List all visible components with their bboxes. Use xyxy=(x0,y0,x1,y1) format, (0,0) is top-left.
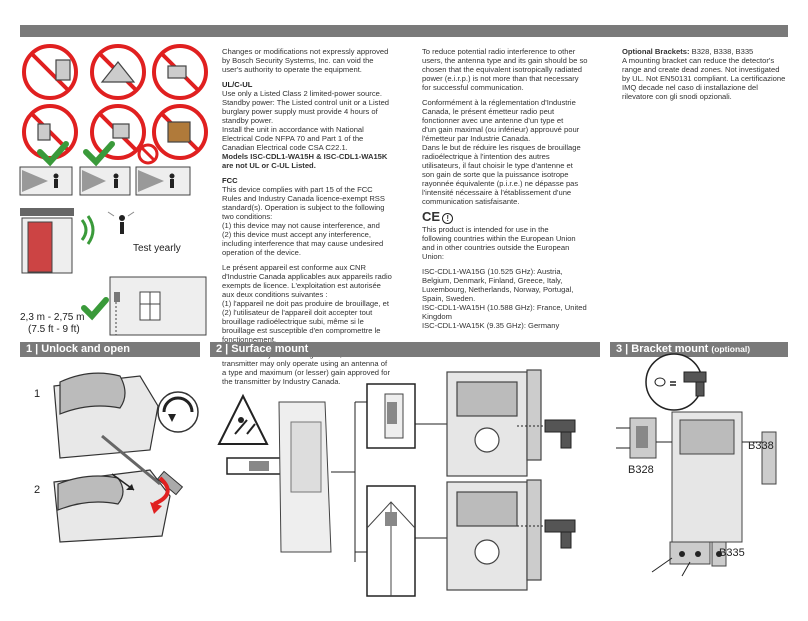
changes-notice: Changes or modifications not expressly a… xyxy=(222,47,389,74)
ic-french-body: Le présent appareil est conforme aux CNR… xyxy=(222,263,392,344)
brackets-models: B328, B338, B335 xyxy=(689,47,754,56)
step-one-label: 1 xyxy=(34,388,41,400)
ce-mark: CE xyxy=(422,209,441,224)
text-column-radio: To reduce potential radio interference t… xyxy=(422,47,612,336)
prohibit-small-icon xyxy=(137,143,159,165)
reduce-interference-french: Conformément à la réglementation d'Indus… xyxy=(422,98,581,206)
text-column-brackets: Optional Brackets: B328, B338, B335 A mo… xyxy=(622,47,792,107)
reduce-interference: To reduce potential radio interference t… xyxy=(422,47,588,92)
bracket-mount-illustration xyxy=(616,353,777,577)
fcc-body: This device complies with part 15 of the… xyxy=(222,185,385,257)
surface-mount-illustration xyxy=(217,369,576,597)
check-icon xyxy=(37,141,115,167)
brackets-body: A mounting bracket can reduce the detect… xyxy=(622,56,786,101)
mount-height-metric: 2,3 m - 2,75 m xyxy=(20,312,85,323)
warnings-illustration xyxy=(19,44,208,336)
test-yearly-label: Test yearly xyxy=(133,243,181,254)
check-icon xyxy=(81,297,109,321)
brackets-heading: Optional Brackets: xyxy=(622,47,690,56)
frequency-list: ISC-CDL1-WA15G (10.525 GHz): Austria, Be… xyxy=(422,267,587,330)
unlock-open-illustration xyxy=(53,372,199,543)
ul-body: Use only a Listed Class 2 limited-power … xyxy=(222,89,390,152)
step-two-label: 2 xyxy=(34,484,41,496)
section-bracket-mount-sub: (optional) xyxy=(711,344,751,354)
section-surface-mount: 2 | Surface mount xyxy=(210,342,600,357)
bracket-b338-label: B338 xyxy=(748,440,774,452)
ul-models-notice: Models ISC-CDL1-WA15H & ISC-CDL1-WA15K a… xyxy=(222,152,388,170)
mount-height-imperial: (7.5 ft - 9 ft) xyxy=(28,324,80,335)
section-bracket-mount-label: 3 | Bracket mount xyxy=(616,343,712,355)
bracket-b335-label: B335 xyxy=(719,547,745,559)
ul-heading: UL/C-UL xyxy=(222,80,253,89)
section-bracket-mount: 3 | Bracket mount (optional) xyxy=(610,342,788,357)
bracket-b328-label: B328 xyxy=(628,464,654,476)
fcc-heading: FCC xyxy=(222,176,238,185)
header-bar xyxy=(20,25,788,37)
section-unlock-open: 1 | Unlock and open xyxy=(20,342,200,357)
ce-body: This product is intended for use in the … xyxy=(422,225,576,261)
alert-icon: ! xyxy=(442,213,454,224)
text-column-regulatory: Changes or modifications not expressly a… xyxy=(222,47,412,392)
